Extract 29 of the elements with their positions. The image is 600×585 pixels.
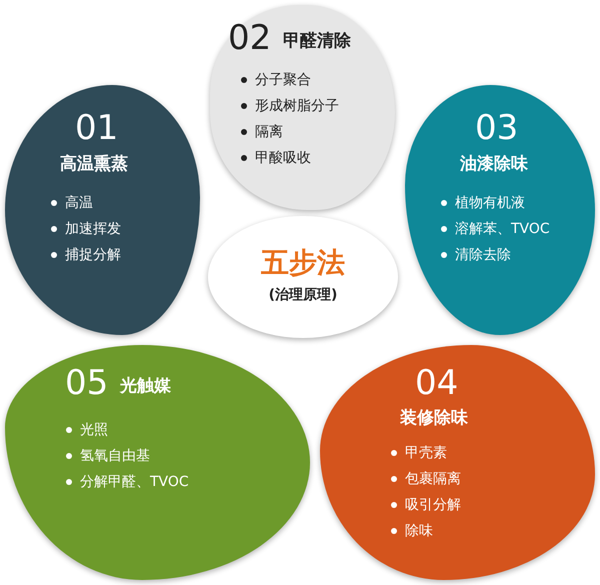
- bullet-item: 甲酸吸收: [255, 149, 311, 168]
- bullet-item: 形成树脂分子: [255, 97, 339, 116]
- bullet-item: 吸引分解: [405, 496, 461, 515]
- bullet-item: 清除去除: [455, 246, 511, 265]
- step-title: 装修除味: [400, 407, 468, 429]
- bullet-item: 加速挥发: [65, 220, 121, 239]
- bullet-item: 分解甲醛、TVOC: [80, 473, 189, 492]
- bullet-item: 甲壳素: [405, 444, 447, 463]
- step-number: 02: [228, 20, 272, 56]
- bullet-item: 光照: [80, 421, 108, 440]
- step-number: 04: [415, 365, 458, 401]
- center-subtitle: (治理原理): [268, 286, 338, 304]
- bullet-item: 溶解苯、TVOC: [455, 220, 550, 239]
- step-title: 高温熏蒸: [60, 153, 128, 175]
- step-number: 01: [75, 110, 118, 146]
- bullet-item: 高温: [65, 194, 93, 213]
- step-title: 甲醛清除: [283, 30, 351, 52]
- bullet-item: 捕捉分解: [65, 246, 121, 265]
- bullet-item: 植物有机液: [455, 194, 525, 213]
- bullet-item: 隔离: [255, 123, 283, 142]
- bullet-item: 包裹隔离: [405, 470, 461, 489]
- step-title: 油漆除味: [460, 153, 528, 175]
- center-title: 五步法: [260, 245, 346, 281]
- step-number: 03: [475, 110, 518, 146]
- step-title: 光触媒: [120, 375, 171, 397]
- bullet-item: 氢氧自由基: [80, 447, 150, 466]
- step-number: 05: [65, 365, 108, 401]
- bullet-item: 除味: [405, 522, 433, 541]
- bullet-item: 分子聚合: [255, 71, 311, 90]
